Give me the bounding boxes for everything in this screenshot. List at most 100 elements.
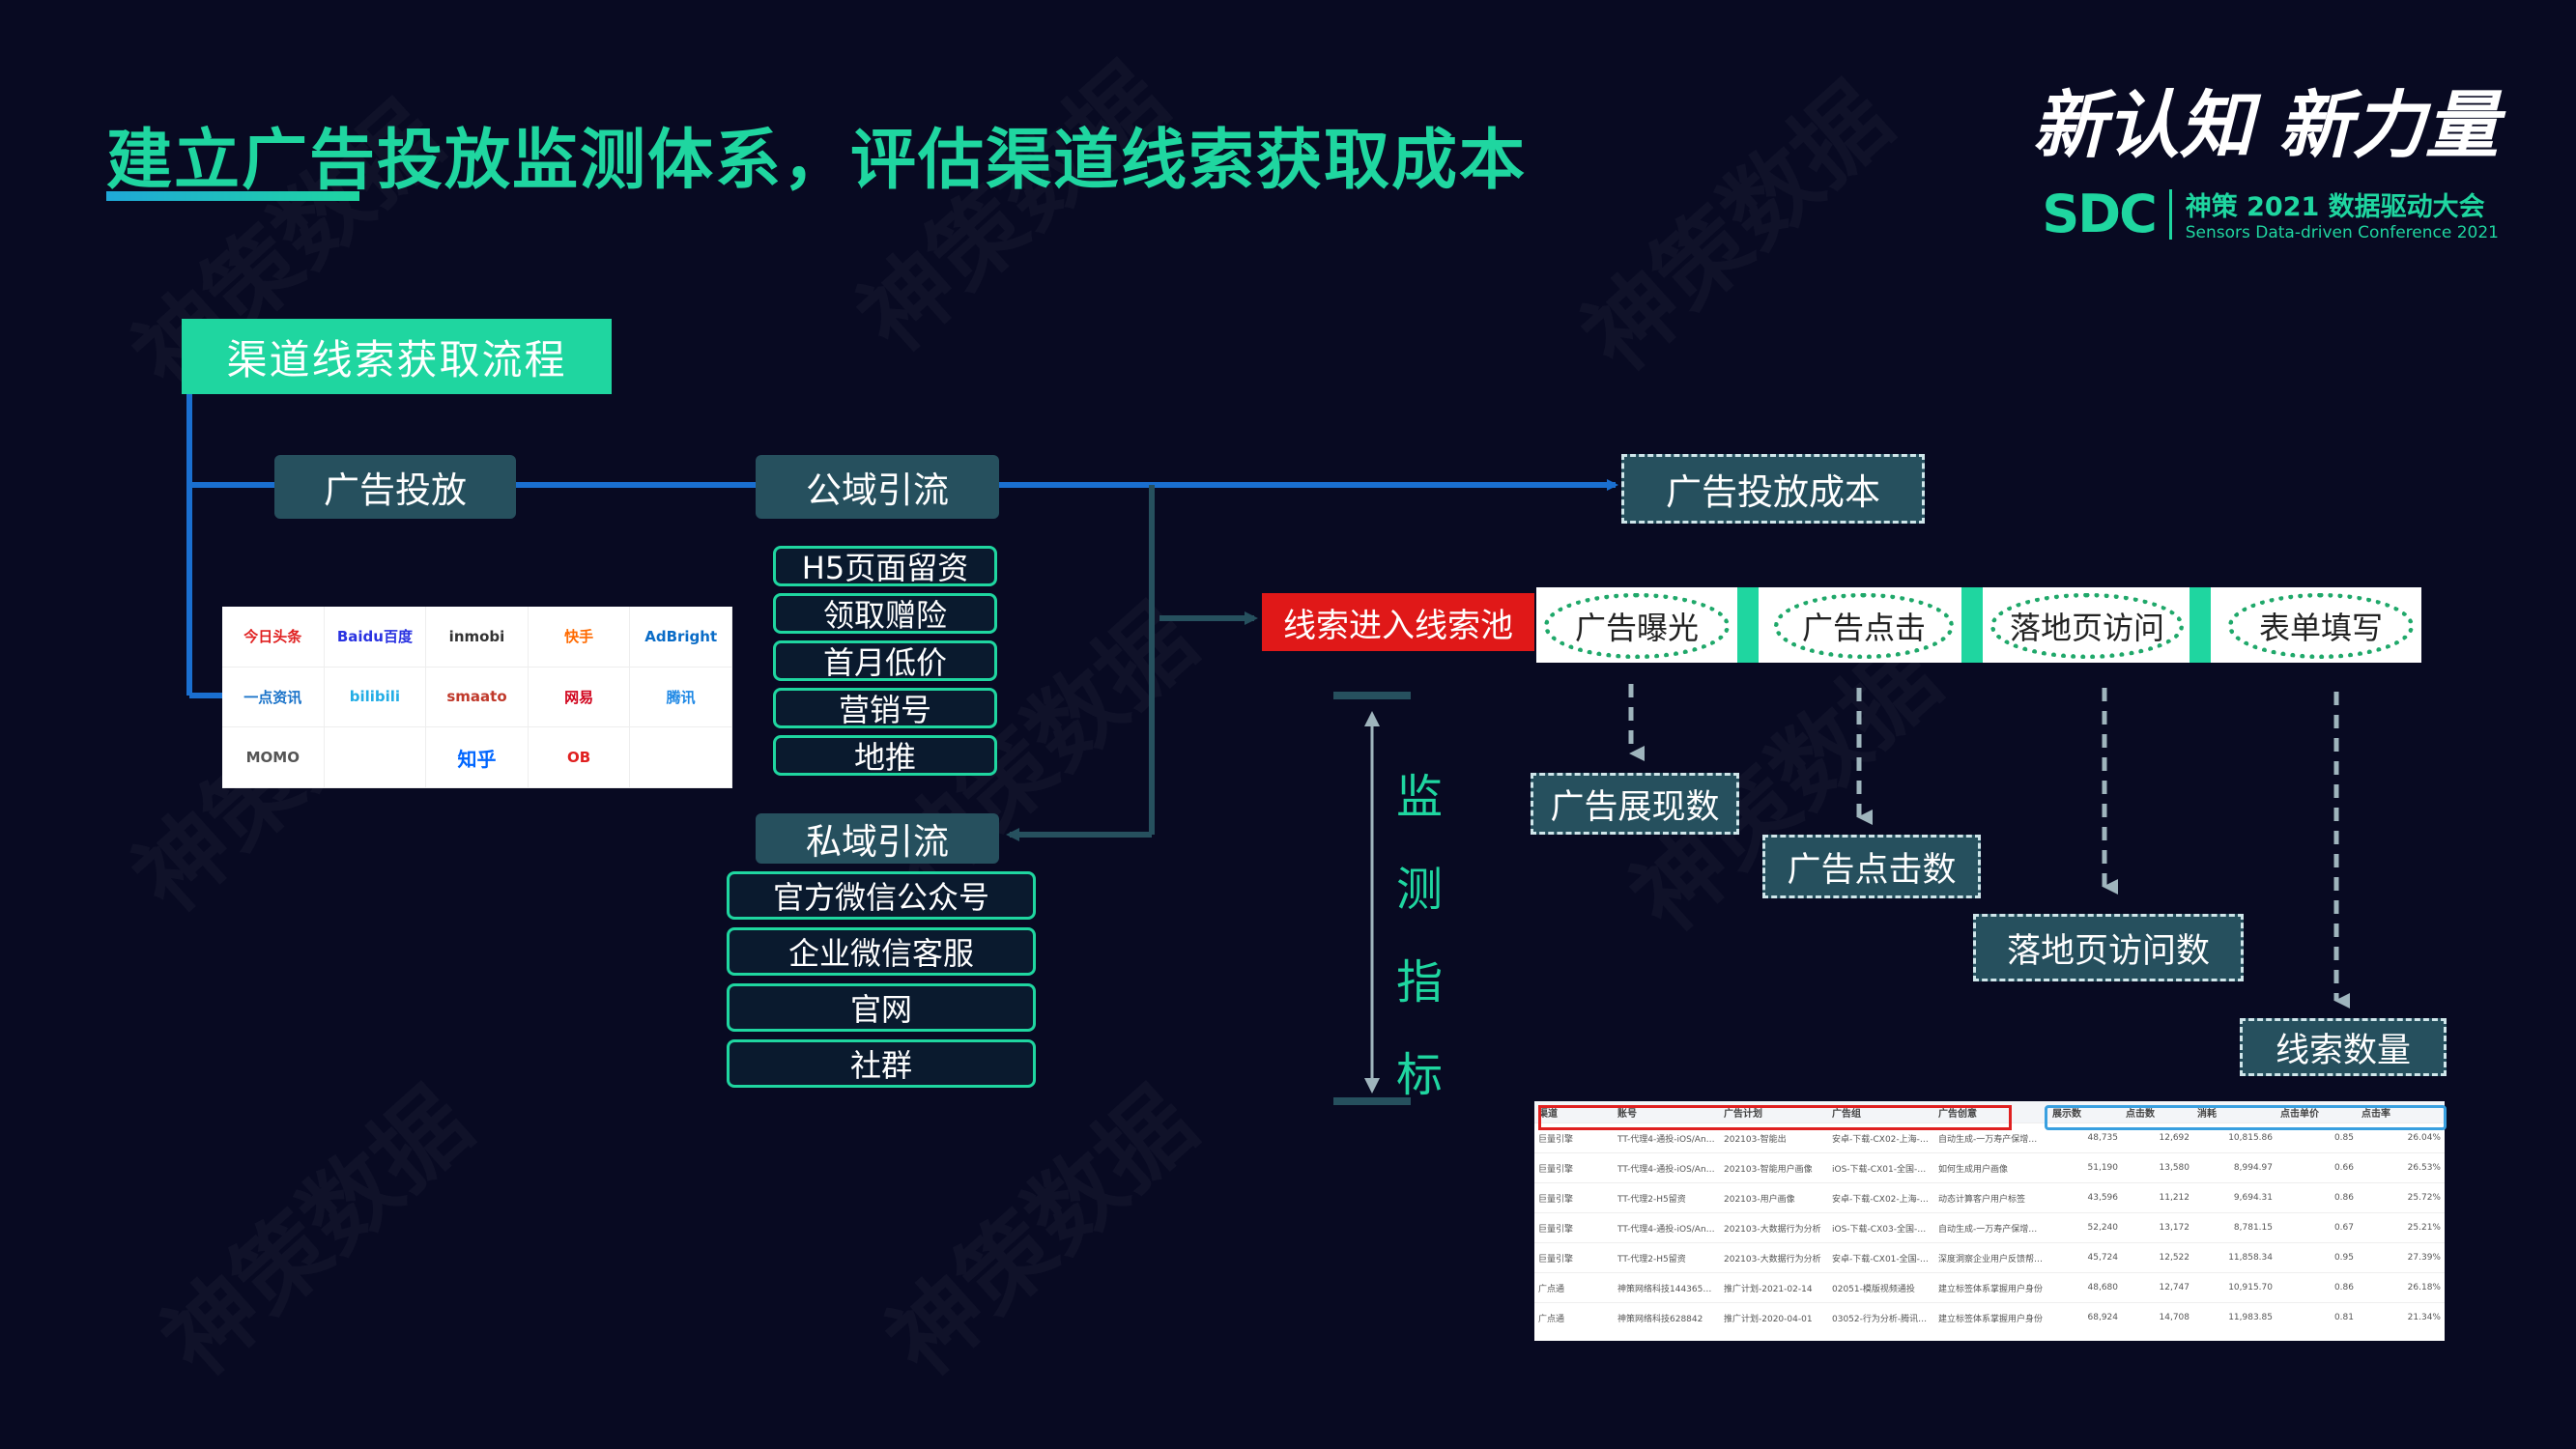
ob-logo: OB <box>528 727 631 788</box>
table-cell: 13,172 <box>2122 1212 2193 1243</box>
table-cell: 11,858.34 <box>2193 1242 2276 1273</box>
table-cell: 巨量引擎 <box>1534 1152 1614 1183</box>
funnel-separator <box>2190 587 2211 663</box>
table-cell: 巨量引擎 <box>1534 1212 1614 1243</box>
table-cell: 自动生成-一万寿产保增报表 <box>1934 1212 2048 1243</box>
table-cell: 11,983.85 <box>2193 1302 2276 1332</box>
public-item: 首月低价 <box>773 640 997 681</box>
private-item: 企业微信客服 <box>727 927 1036 976</box>
table-cell: 推广计划-2020-04-01 <box>1720 1302 1828 1332</box>
table-cell: 巨量引擎 <box>1534 1242 1614 1273</box>
kuaishou-logo: 快手 <box>528 607 631 668</box>
public-item: 地推 <box>773 735 997 776</box>
title-underline <box>106 191 359 201</box>
conference-slogan: 新认知 新力量 <box>2032 82 2499 168</box>
table-cell: 14,708 <box>2122 1302 2193 1332</box>
table-cell: 12,747 <box>2122 1272 2193 1303</box>
table-cell: 如何生成用户画像 <box>1934 1152 2048 1183</box>
table-cell: 26.53% <box>2358 1152 2445 1183</box>
metric-landing-visits: 落地页访问数 <box>1973 914 2244 981</box>
private-item: 官方微信公众号 <box>727 871 1036 920</box>
conference-name: 神策 2021 数据驱动大会 Sensors Data-driven Confe… <box>2186 185 2499 242</box>
metric-highlight <box>2045 1105 2447 1130</box>
conference-name-en: Sensors Data-driven Conference 2021 <box>2185 223 2499 242</box>
platform-logo <box>324 727 427 788</box>
table-cell: 8,781.15 <box>2193 1212 2276 1243</box>
table-cell: 202103-大数据行为分析 <box>1720 1242 1828 1273</box>
table-cell: iOS-下载-CX01-全国-0620 <box>1828 1152 1934 1183</box>
ad-cost-box: 广告投放成本 <box>1621 454 1925 524</box>
funnel-separator <box>1961 587 1983 663</box>
table-cell: 43,596 <box>2048 1182 2122 1213</box>
funnel-step-landing: 落地页访问 <box>1990 593 2184 659</box>
table-cell: 25.21% <box>2358 1212 2445 1243</box>
public-traffic-node: 公域引流 <box>756 455 999 519</box>
table-cell: 0.67 <box>2276 1212 2358 1243</box>
table-cell: 推广计划-2021-02-14 <box>1720 1272 1828 1303</box>
table-cell: TT-代理2-H5留资 <box>1614 1182 1720 1213</box>
table-cell: 27.39% <box>2358 1242 2445 1273</box>
public-item: 营销号 <box>773 688 997 728</box>
table-cell: 12,522 <box>2122 1242 2193 1273</box>
dimension-highlight <box>1538 1105 2012 1130</box>
table-cell: TT-代理4-通投-iOS/Android <box>1614 1152 1720 1183</box>
tencent-logo: 腾讯 <box>630 667 732 728</box>
funnel-separator <box>1737 587 1759 663</box>
private-traffic-node: 私域引流 <box>756 813 999 864</box>
brand-divider <box>2168 188 2172 240</box>
table-cell: iOS-下载-CX03-全国-1115-新... <box>1828 1212 1934 1243</box>
table-cell: 45,724 <box>2048 1242 2122 1273</box>
zhihu-logo: 知乎 <box>426 727 529 788</box>
ad-platform-logos: 今日头条 Baidu百度 inmobi 快手 AdBright 一点资讯 bil… <box>222 607 732 788</box>
sdc-logo: SDC <box>2042 184 2157 244</box>
table-cell: 广点通 <box>1534 1302 1614 1332</box>
table-cell: 巨量引擎 <box>1534 1182 1614 1213</box>
table-cell: 安卓-下载-CX01-全国-0729-se... <box>1828 1242 1934 1273</box>
table-cell: 52,240 <box>2048 1212 2122 1243</box>
metric-leads: 线索数量 <box>2240 1018 2447 1076</box>
table-cell: 广点通 <box>1534 1272 1614 1303</box>
lead-pool-box: 线索进入线索池 <box>1262 593 1534 651</box>
bilibili-logo: bilibili <box>324 667 427 728</box>
report-table: 渠道 账号 广告计划 广告组 广告创意 展示数 点击数 消耗 点击单价 点击率 … <box>1534 1101 2445 1332</box>
table-cell: 25.72% <box>2358 1182 2445 1213</box>
metric-clicks: 广告点击数 <box>1762 835 1981 898</box>
public-item: H5页面留资 <box>773 546 997 586</box>
table-cell: 202103-用户画像 <box>1720 1182 1828 1213</box>
table-cell: 神策网络科技144365670 <box>1614 1272 1720 1303</box>
momo-logo: MOMO <box>222 727 325 788</box>
table-cell: 动态计算客户用户标签 <box>1934 1182 2048 1213</box>
yidianzixun-logo: 一点资讯 <box>222 667 325 728</box>
table-cell: 26.18% <box>2358 1272 2445 1303</box>
table-cell: 安卓-下载-CX02-上海-1102-应... <box>1828 1182 1934 1213</box>
conference-brand: SDC 神策 2021 数据驱动大会 Sensors Data-driven C… <box>2042 184 2499 244</box>
table-cell: 0.66 <box>2276 1152 2358 1183</box>
table-cell: 建立标签体系掌握用户身份 <box>1934 1302 2048 1332</box>
page-title: 建立广告投放监测体系，评估渠道线索获取成本 <box>106 123 1528 199</box>
table-cell: 深度洞察企业用户反馈帮助企业... <box>1934 1242 2048 1273</box>
table-cell: 0.86 <box>2276 1272 2358 1303</box>
private-item: 官网 <box>727 983 1036 1032</box>
inmobi-logo: inmobi <box>426 607 529 668</box>
table-cell: 10,915.70 <box>2193 1272 2276 1303</box>
conference-name-cn: 神策 2021 数据驱动大会 <box>2185 192 2485 222</box>
table-cell: 11,212 <box>2122 1182 2193 1213</box>
private-item: 社群 <box>727 1039 1036 1088</box>
toutiao-logo: 今日头条 <box>222 607 325 668</box>
table-cell: 建立标签体系掌握用户身份 <box>1934 1272 2048 1303</box>
baidu-logo: Baidu百度 <box>324 607 427 668</box>
public-item: 领取赠险 <box>773 593 997 634</box>
table-cell: 48,680 <box>2048 1272 2122 1303</box>
flow-header: 渠道线索获取流程 <box>182 319 612 394</box>
funnel-step-impression: 广告曝光 <box>1544 593 1730 659</box>
table-cell: 0.81 <box>2276 1302 2358 1332</box>
adbright-logo: AdBright <box>630 607 732 668</box>
ad-delivery-node: 广告投放 <box>274 455 516 519</box>
